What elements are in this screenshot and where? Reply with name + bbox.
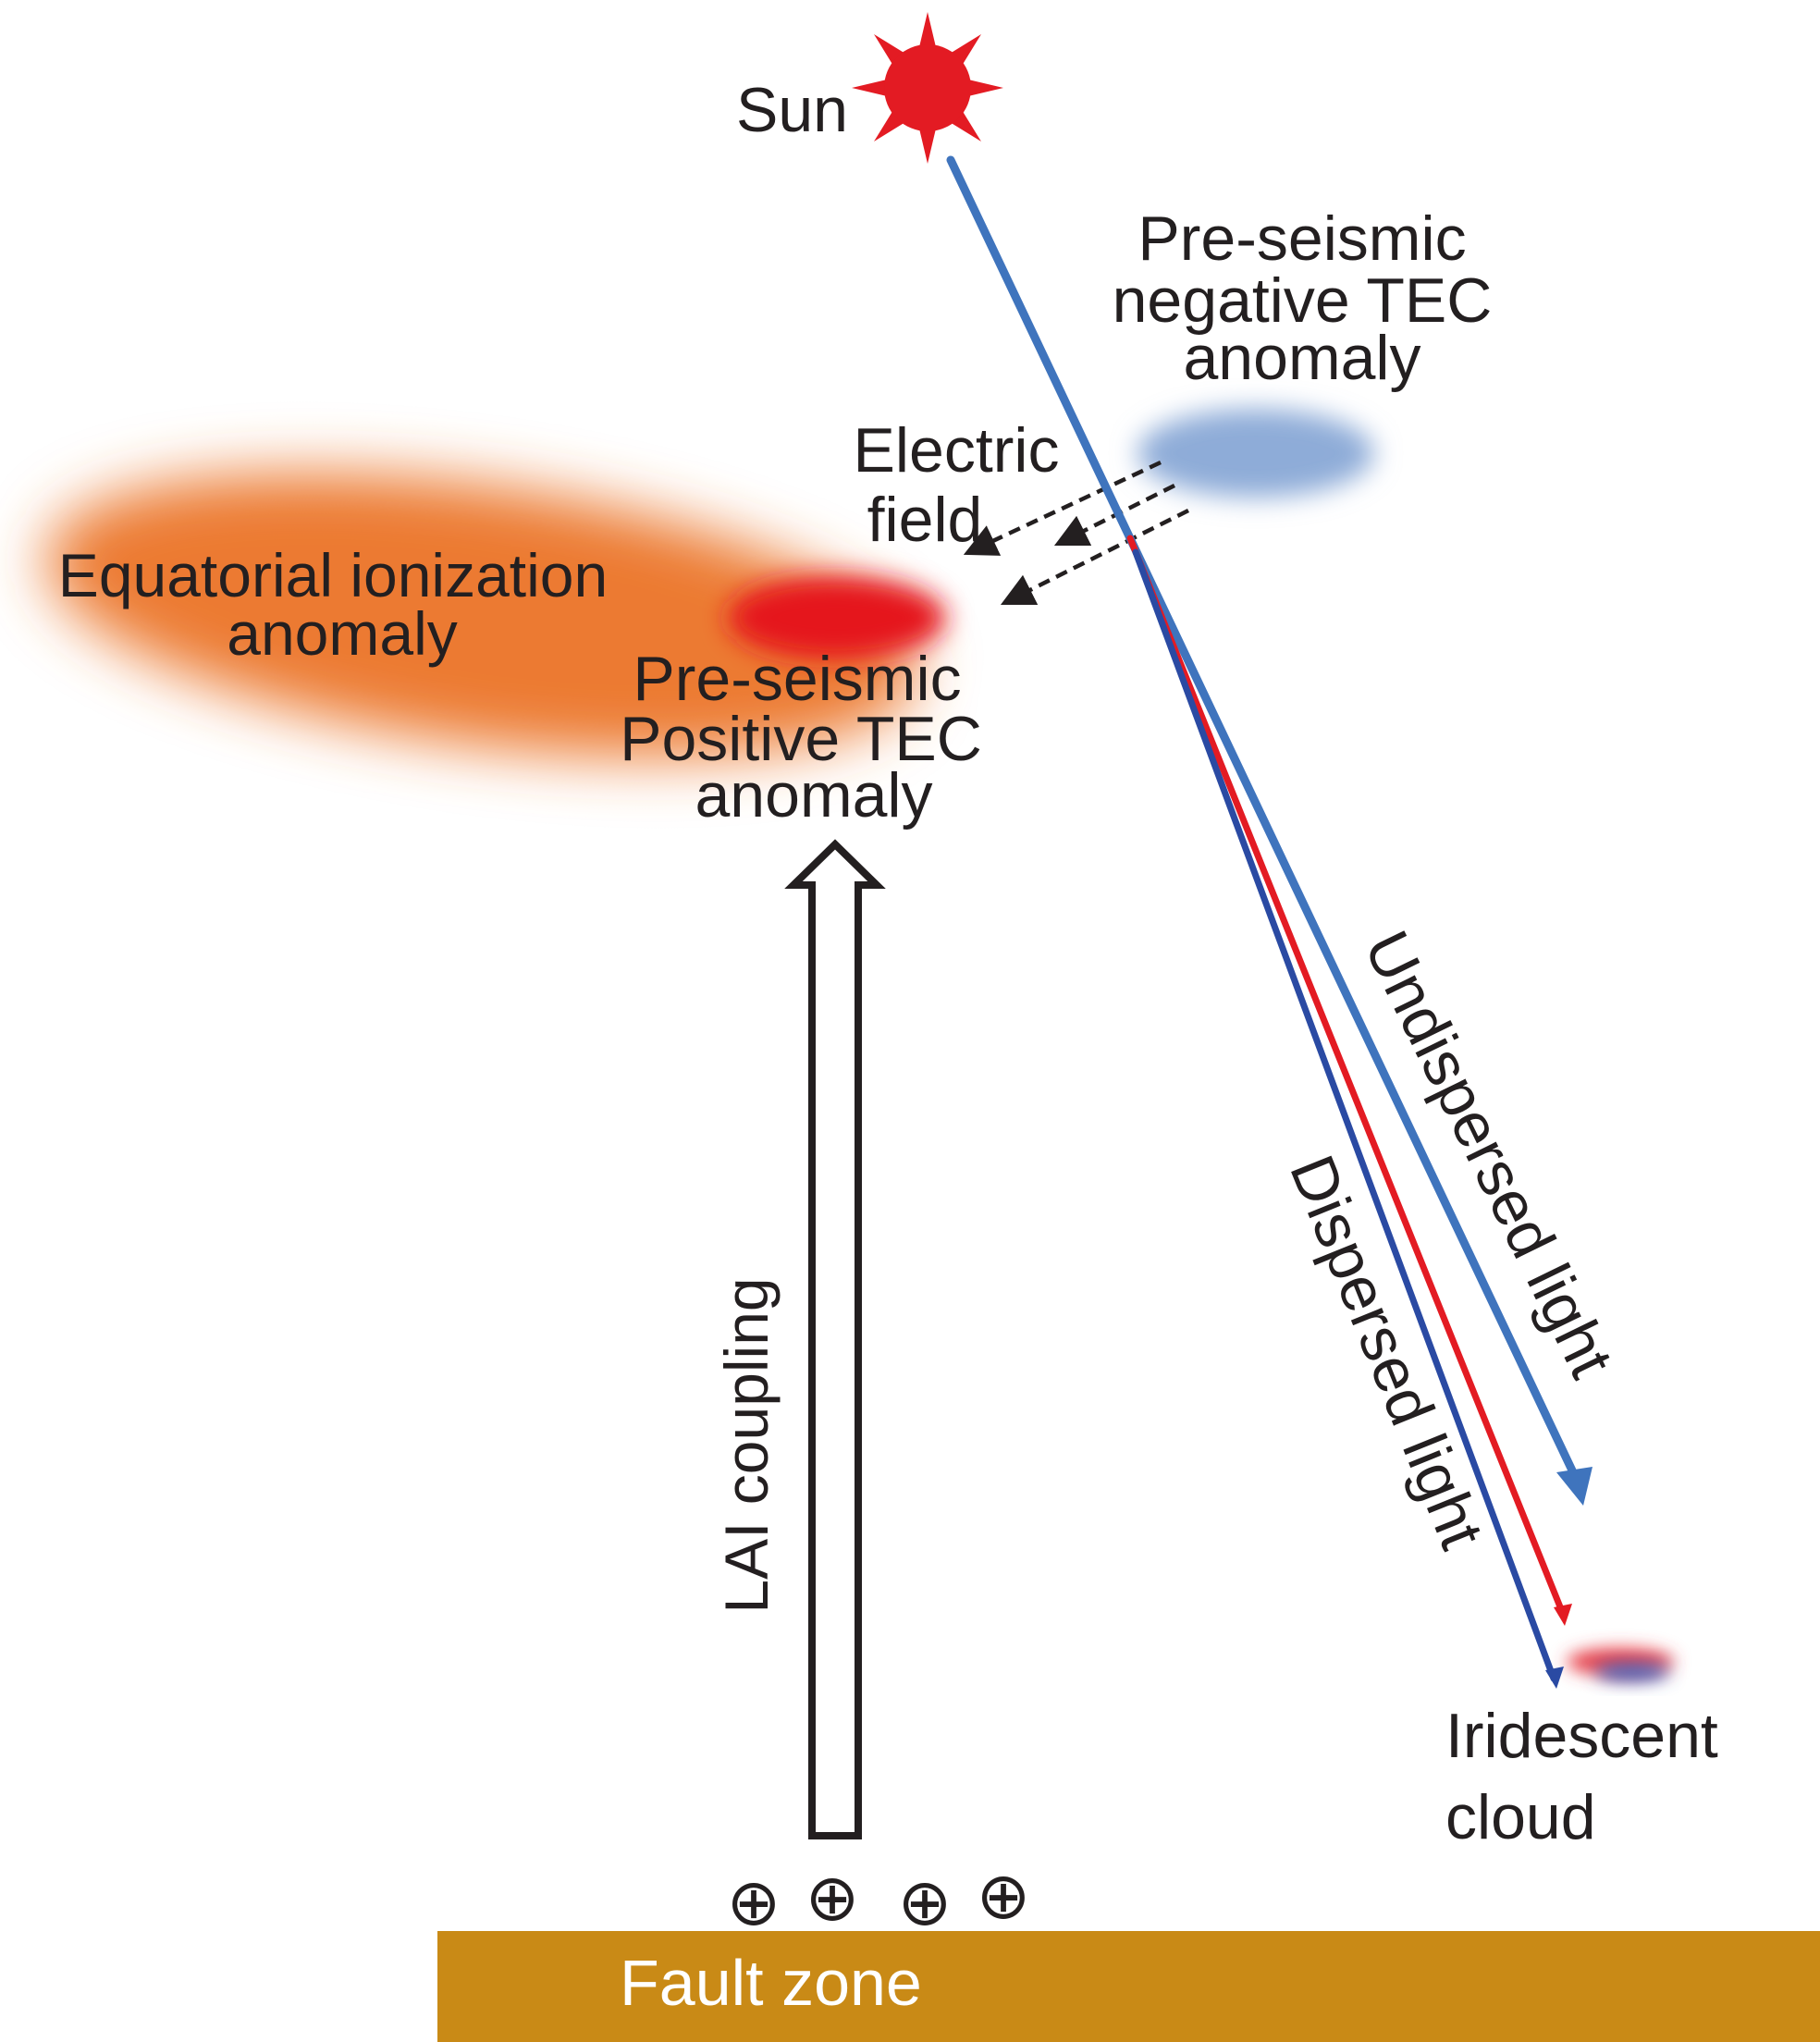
iridescent-cloud-icon <box>1567 1648 1674 1681</box>
sun-ray <box>852 78 892 98</box>
dispersed-blue-tip <box>1545 1667 1564 1689</box>
charge-symbol-4: ⊕ <box>977 1858 1031 1934</box>
equatorial-anomaly-blob <box>45 473 916 757</box>
iridescent-line-2: cloud <box>1445 1782 1596 1852</box>
sun-disc <box>884 44 971 131</box>
fault-zone-label: Fault zone <box>620 1947 922 2019</box>
fault-zone-bar <box>437 1931 1820 2042</box>
equatorial-line-2: anomaly <box>227 599 457 668</box>
electric-field-line-2: field <box>867 485 983 555</box>
field-arrow-3 <box>1000 508 1190 606</box>
negative-tec-line-2: negative TEC <box>1113 265 1493 336</box>
negative-tec-line-3: anomaly <box>1183 323 1420 393</box>
undispersed-beam <box>946 155 1577 1475</box>
dispersed-blue-beam <box>1132 548 1557 1682</box>
positive-tec-line-3: anomaly <box>695 760 932 830</box>
undispersed-arrowhead <box>1556 1467 1592 1506</box>
iridescent-line-1: Iridescent <box>1445 1701 1718 1771</box>
field-arrow-1 <box>963 460 1162 556</box>
dispersed-light-label: Dispersed light <box>1276 1146 1497 1558</box>
charge-symbol-3: ⊕ <box>898 1864 953 1940</box>
electric-field-line-1: Electric <box>854 415 1060 486</box>
positive-tec-line-2: Positive TEC <box>620 704 982 774</box>
negative-tec-line-1: Pre-seismic <box>1138 203 1466 274</box>
electric-field-label: Electric field <box>854 415 1060 555</box>
iridescent-cloud-label: Iridescent cloud <box>1445 1701 1718 1852</box>
sun-ray <box>917 12 938 53</box>
equatorial-label: Equatorial ionization anomaly <box>58 541 608 668</box>
negative-tec-blob <box>1138 409 1374 498</box>
negative-tec-label: Pre-seismic negative TEC anomaly <box>1113 203 1493 393</box>
positive-tec-blob <box>728 576 946 659</box>
sun-ray <box>917 123 938 164</box>
positive-tec-label: Pre-seismic Positive TEC anomaly <box>620 644 982 830</box>
sun-ray <box>963 78 1003 98</box>
positive-tec-line-1: Pre-seismic <box>633 644 961 714</box>
sun-label: Sun <box>736 75 848 145</box>
charge-symbol-1: ⊕ <box>727 1864 781 1940</box>
charge-symbol-2: ⊕ <box>805 1860 860 1936</box>
dispersed-red-beam <box>1126 535 1567 1618</box>
positive-charges: ⊕ ⊕ ⊕ ⊕ <box>727 1858 1031 1940</box>
lai-coupling-arrow <box>784 839 886 1839</box>
equatorial-line-1: Equatorial ionization <box>58 541 608 609</box>
light-beams <box>946 155 1592 1689</box>
sun-icon <box>852 12 1003 164</box>
dispersed-red-tip <box>1554 1604 1572 1626</box>
lai-coupling-label: LAI coupling <box>712 1277 781 1613</box>
